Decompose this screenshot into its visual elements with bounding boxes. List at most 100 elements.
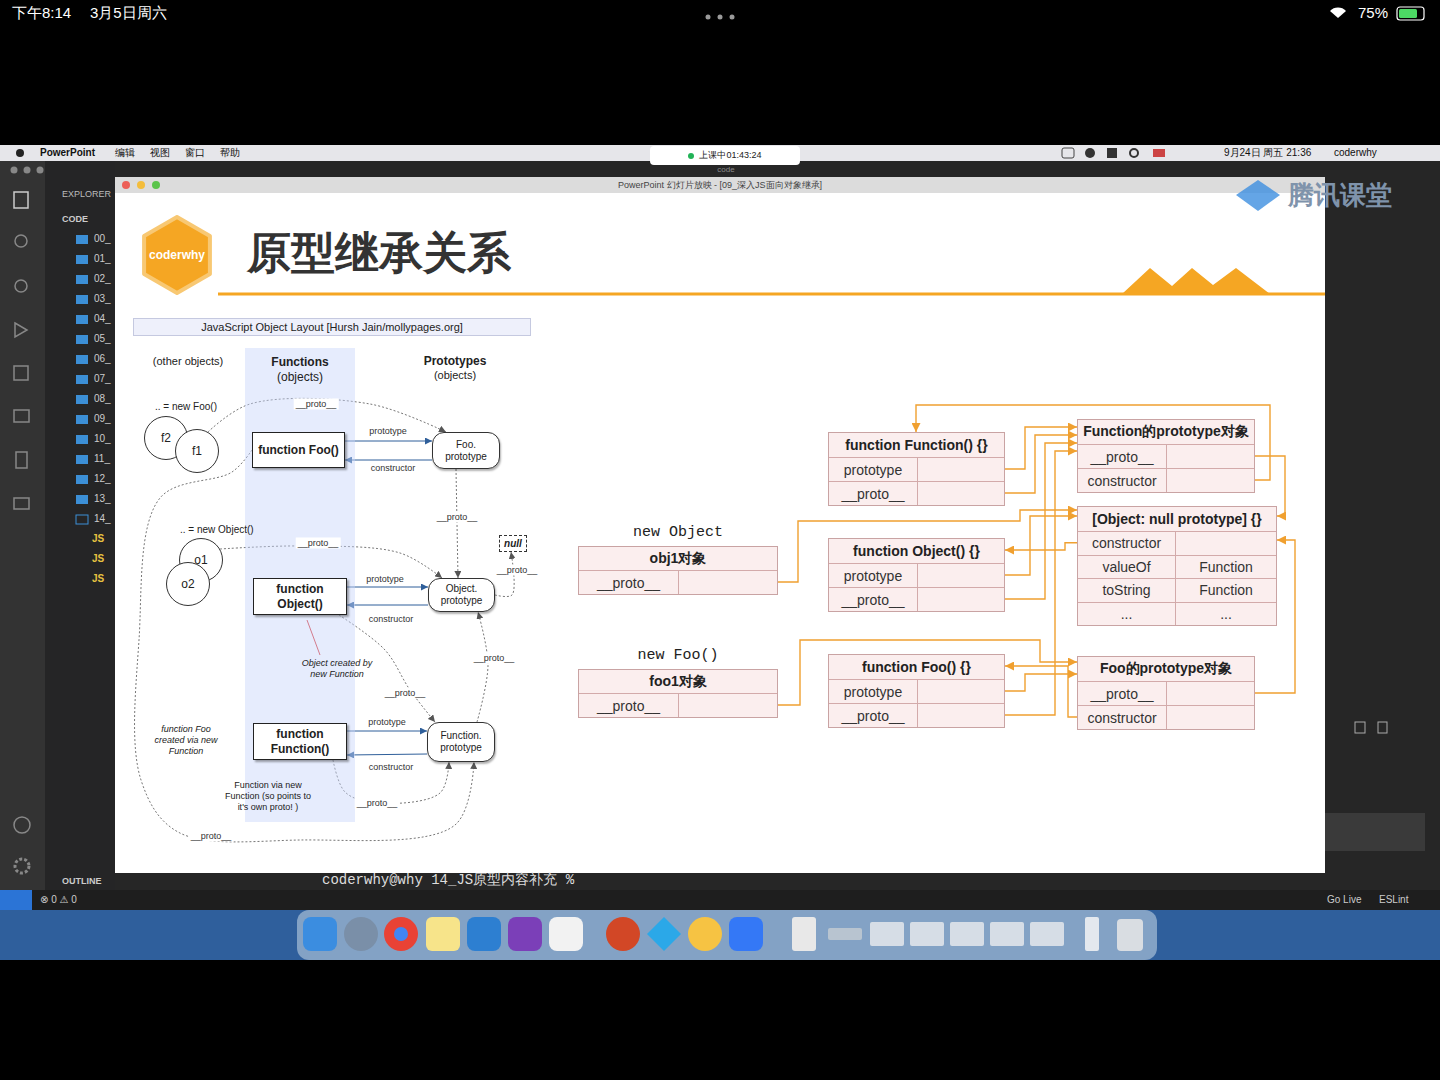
- table-cell: __proto__: [1078, 445, 1167, 468]
- menubar-icon: [1062, 148, 1074, 158]
- table-cell: [918, 704, 1004, 727]
- connector-label: constructor: [367, 762, 416, 773]
- column-heading: (objects): [434, 369, 476, 382]
- connector-label: prototype: [367, 426, 409, 437]
- node-text: o2: [181, 577, 194, 591]
- connector: [347, 731, 427, 732]
- connector-label: __proto__: [495, 565, 540, 576]
- search-icon: [15, 235, 27, 247]
- outline-title: OUTLINE: [62, 876, 102, 887]
- object-table: new Foo()foo1对象__proto__: [578, 669, 778, 718]
- connector: [1005, 666, 1078, 717]
- bookmark-icon: [16, 452, 27, 468]
- dock-icon: [549, 917, 583, 951]
- table-row: toStringFunction: [1078, 578, 1276, 602]
- cell-text: __proto__: [1090, 686, 1153, 702]
- cell-text: Function: [1199, 559, 1253, 575]
- dock-icon: [426, 917, 460, 951]
- node-text: function Foo(): [258, 443, 339, 458]
- column-band: Functions(objects)function Foo()function…: [245, 348, 355, 822]
- folder-name: 01_: [94, 253, 111, 265]
- table-row: __proto__: [829, 481, 1004, 505]
- table-cell: prototype: [829, 564, 918, 587]
- apple-logo: [16, 149, 24, 157]
- activity-bar: [0, 161, 45, 890]
- table-row: constructor: [1078, 531, 1276, 555]
- table-cell: __proto__: [579, 571, 679, 594]
- table-cell: ...: [1078, 603, 1176, 626]
- table-row: __proto__: [579, 570, 777, 594]
- traffic-light: [137, 181, 145, 189]
- connector-label: __proto__: [435, 512, 480, 523]
- node-text: function Object() {}: [829, 539, 1004, 563]
- folder-icon: [76, 295, 88, 304]
- object-table: Function的prototype对象__proto__constructor: [1077, 419, 1255, 493]
- connector-label: __proto__: [383, 688, 428, 699]
- table-cell: [1167, 706, 1254, 729]
- folder-icon: [76, 375, 88, 384]
- status-item: Go Live: [1327, 894, 1361, 906]
- menubar-icon: [1130, 149, 1138, 157]
- connector: [347, 587, 428, 588]
- folder-name: 05_: [94, 333, 111, 345]
- cell-text: Function: [1199, 582, 1253, 598]
- menubar-icon: [1107, 148, 1117, 158]
- debug-icon: [15, 323, 27, 337]
- traffic-light: [24, 167, 31, 174]
- table-row: constructor: [1078, 705, 1254, 729]
- table-row: valueOf Function: [1078, 555, 1276, 579]
- file-icon-label: JS: [92, 573, 104, 585]
- connector-label: constructor: [369, 463, 418, 474]
- table-cell: constructor: [1078, 532, 1176, 555]
- panel-input: [1325, 813, 1425, 851]
- figure-header: JavaScript Object Layout [Hursh Jain/mol…: [133, 318, 531, 336]
- watermark: 腾讯课堂: [1288, 180, 1392, 211]
- annotation: Object created by new Function: [297, 658, 377, 680]
- table-row: prototype: [829, 679, 1004, 703]
- watermark-logo: [1236, 180, 1280, 211]
- status-time: 下午8:14: [12, 4, 71, 22]
- dock-icon: [910, 922, 944, 946]
- connector-label: __proto__: [472, 653, 517, 664]
- file-icon-label: JS: [92, 553, 104, 565]
- folder-name: 13_: [94, 493, 111, 505]
- trash-icon: [1117, 919, 1143, 951]
- table-cell: [918, 588, 1004, 611]
- node-text: new Object: [579, 522, 777, 542]
- connector: [1004, 516, 1077, 575]
- menu-item: 帮助: [220, 147, 240, 159]
- slide: [115, 193, 1325, 873]
- connector-label: prototype: [364, 574, 406, 585]
- folder-name: 04_: [94, 313, 111, 325]
- object-table: function Foo() {}prototype__proto__: [828, 654, 1005, 728]
- object-table: Foo的prototype对象__proto__constructor: [1077, 656, 1255, 730]
- table-row: __proto__: [1078, 444, 1254, 468]
- code-note: .. = new Foo(): [155, 401, 217, 413]
- folder-name: 00_: [94, 233, 111, 245]
- window-caption: code: [717, 165, 734, 175]
- node-text: 上课中01:43:24: [699, 149, 761, 162]
- cell-text: __proto__: [1090, 449, 1153, 465]
- connector: [1004, 427, 1077, 469]
- battery-level: [1399, 9, 1417, 18]
- status-bar: [0, 890, 1440, 910]
- battery-icon: [1397, 7, 1424, 20]
- menu-item: 窗口: [185, 147, 205, 159]
- folder-name: 07_: [94, 373, 111, 385]
- prototype-box: Function. prototype: [427, 722, 495, 762]
- prototype-box: Foo. prototype: [432, 432, 500, 469]
- mountain-ornament: [1122, 268, 1270, 294]
- table-row: __proto__: [1078, 681, 1254, 705]
- table-cell: valueOf: [1078, 556, 1176, 579]
- panel-icon: [1378, 722, 1387, 733]
- table-cell: ...: [1176, 603, 1276, 626]
- folder-icon: [76, 475, 88, 484]
- status-pill: 上课中01:43:24: [650, 146, 800, 165]
- dock-icon: [870, 922, 904, 946]
- node-text: function Function(): [259, 727, 341, 757]
- dock-icon: [606, 917, 640, 951]
- prototype-box: Object. prototype: [428, 578, 495, 612]
- object-table: function Object() {}prototype__proto__: [828, 538, 1005, 612]
